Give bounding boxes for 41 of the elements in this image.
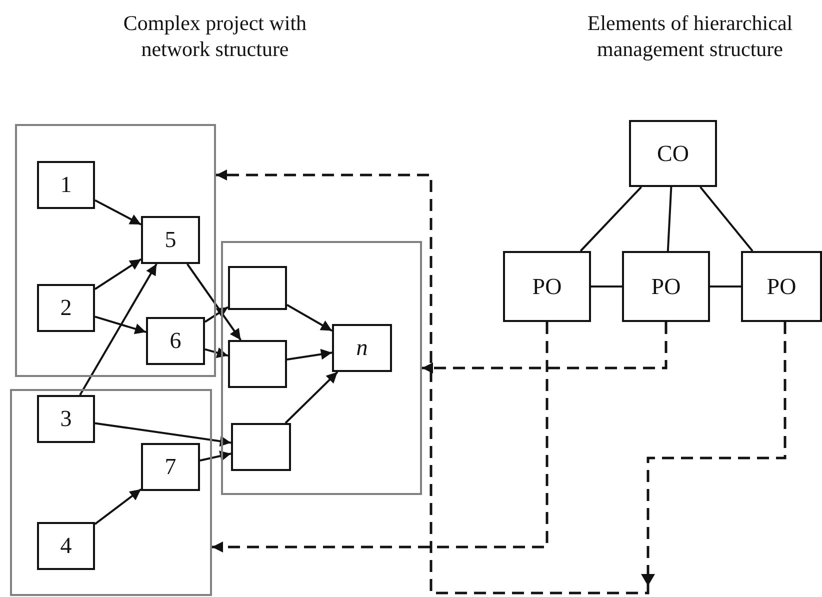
process-box: 4 — [37, 522, 95, 570]
process-box: PO — [622, 251, 710, 322]
connector-line — [591, 286, 622, 288]
arrow — [94, 316, 146, 334]
arrow — [94, 258, 142, 290]
arrow — [79, 264, 158, 396]
arrow — [186, 263, 242, 341]
arrow — [94, 422, 232, 447]
process-box: CO — [629, 120, 717, 187]
process-box: 1 — [37, 161, 95, 209]
process-box: PO — [503, 251, 591, 322]
arrow — [284, 371, 338, 424]
connector-line — [666, 186, 672, 252]
arrow — [204, 347, 228, 358]
dashed-arrow — [212, 322, 548, 552]
process-box: 5 — [141, 216, 200, 264]
dashed-arrow — [422, 322, 668, 374]
arrow — [200, 450, 232, 462]
process-box: 6 — [146, 317, 205, 365]
dashed-arrow — [216, 170, 786, 594]
connector-line — [580, 186, 642, 252]
process-box: 2 — [37, 284, 95, 332]
process-box: 3 — [37, 395, 95, 443]
group-frame — [221, 241, 422, 495]
section-heading: Complex project with network structure — [122, 10, 308, 62]
process-box: 7 — [141, 443, 200, 491]
empty-box — [228, 340, 287, 388]
process-box: n — [332, 324, 392, 372]
empty-box — [231, 423, 291, 471]
section-heading: Elements of hierarchical management structure — [586, 10, 794, 62]
connector-line — [710, 286, 741, 288]
group-frame — [10, 389, 212, 596]
arrow — [286, 348, 332, 360]
group-frame — [15, 124, 216, 377]
connector-line — [700, 186, 754, 252]
arrow — [94, 488, 142, 525]
empty-box — [228, 266, 287, 310]
process-box: PO — [741, 251, 822, 322]
arrow — [204, 306, 229, 323]
arrow — [94, 199, 142, 226]
arrow — [286, 304, 332, 332]
